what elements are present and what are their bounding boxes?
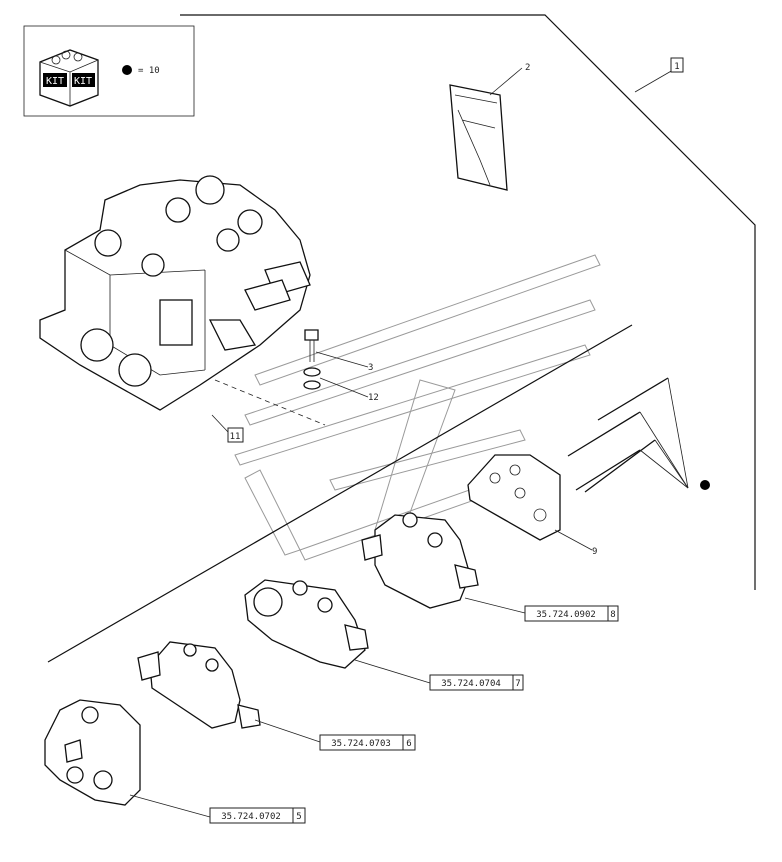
callout-9: 9 [592,547,597,557]
ref-row-7: 35.724.0704 7 [429,674,524,691]
ref-code-8: 35.724.0902 [536,610,596,620]
ref-code-5: 35.724.0702 [221,812,281,822]
kit-dot-icon [122,65,132,75]
valve-section-8 [361,512,526,614]
kit-box-icon [39,49,99,107]
separator-line [47,324,633,663]
ref-row-8: 35.724.0902 8 [524,605,619,622]
ref-item-8: 8 [610,610,615,620]
bolt-washer-set: 3 12 [303,329,379,403]
leader-item-11 [211,414,229,433]
ref-row-5: 35.724.0702 5 [209,807,306,824]
tie-rods [567,377,710,493]
callout-box-11 [227,427,244,443]
callout-3: 3 [368,363,373,373]
ref-item-5: 5 [296,812,301,822]
kit-marker-dot [700,480,710,490]
callout-1: 1 [674,62,679,72]
valve-section-7 [244,579,431,684]
frame-line [180,14,756,590]
ref-item-6: 6 [406,739,411,749]
callout-box-1 [670,57,684,73]
control-valve-assembly [39,175,326,426]
inlet-section-5 [44,699,211,818]
ref-code-7: 35.724.0704 [441,679,501,689]
callout-12: 12 [368,393,379,403]
ref-code-6: 35.724.0703 [331,739,391,749]
ref-item-7: 7 [515,679,520,689]
ref-row-6: 35.724.0703 6 [319,734,416,751]
callout-2: 2 [525,63,530,73]
kit-label-right: KIT [74,76,92,87]
valve-section-6 [137,641,321,743]
manual-booklet: 2 [449,63,530,191]
kit-legend: KIT KIT = 10 [23,25,195,117]
kit-dot-equals: = 10 [138,66,160,76]
kit-legend-frame [23,25,195,117]
end-plate: 9 [467,454,597,557]
kit-label-left: KIT [46,76,64,87]
leader-item-1 [634,69,674,93]
callout-11: 11 [230,432,241,442]
